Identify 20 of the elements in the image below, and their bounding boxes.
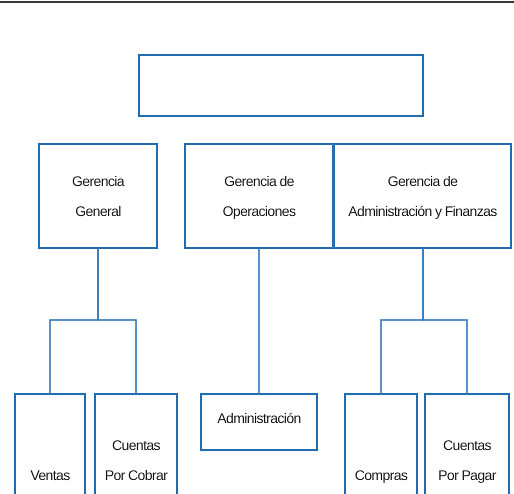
box-label: Gerencia de Administración y Finanzas	[347, 172, 498, 221]
box-label: Cuentas Por Cobrar	[104, 436, 168, 485]
org-box	[14, 393, 86, 494]
org-box	[333, 143, 512, 249]
box-label: Gerencia General	[70, 172, 126, 221]
org-box	[424, 393, 510, 494]
org-box	[184, 143, 334, 249]
box-label: Cuentas Por Pagar	[437, 436, 498, 485]
box-label: Gerencia de Operaciones	[222, 172, 296, 221]
org-box	[94, 393, 178, 494]
org-box	[138, 54, 424, 117]
box-label: Administración	[217, 409, 301, 428]
box-label: Ventas	[30, 466, 70, 485]
connector-line	[97, 249, 137, 393]
box-label: Compras	[354, 466, 408, 485]
org-box	[344, 393, 418, 494]
org-box	[200, 393, 318, 451]
connector-line	[422, 249, 468, 393]
org-box	[38, 143, 158, 249]
connector-line	[258, 249, 260, 393]
